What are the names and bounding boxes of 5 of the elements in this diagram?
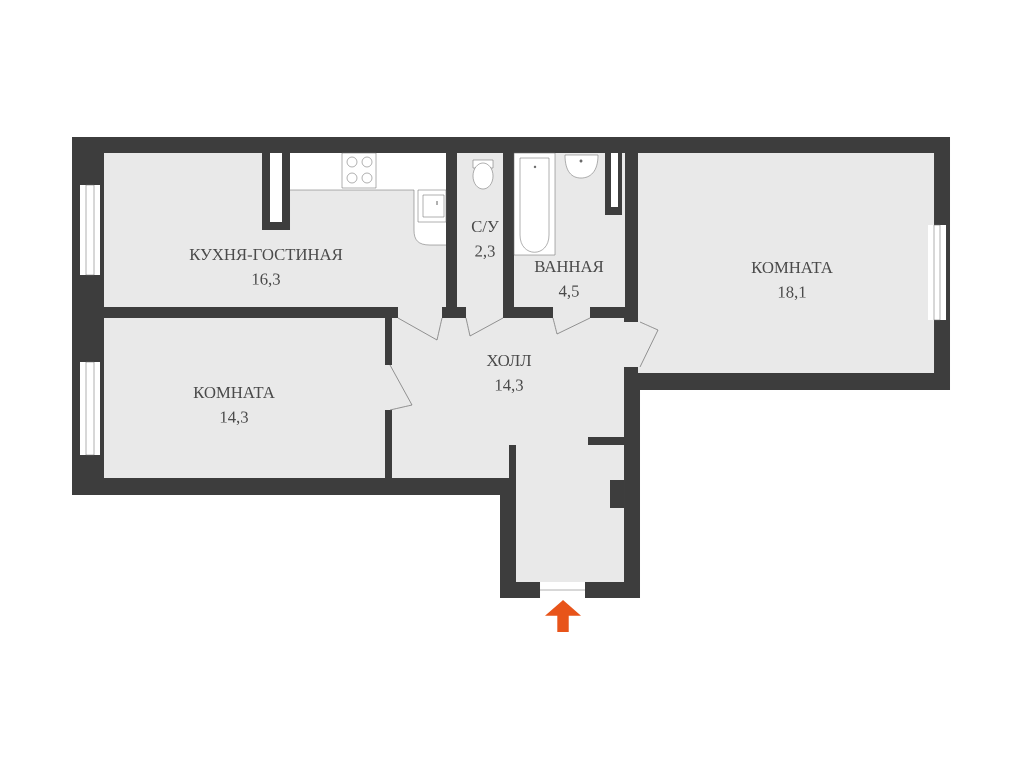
room: КОМНАТА 14,3 <box>104 318 385 478</box>
node-label: 2,3 <box>475 245 495 260</box>
room: ХОЛЛ 14,3 <box>392 318 624 582</box>
room: КОМНАТА 18,1 <box>638 153 934 373</box>
node-label: С/У <box>471 220 499 233</box>
